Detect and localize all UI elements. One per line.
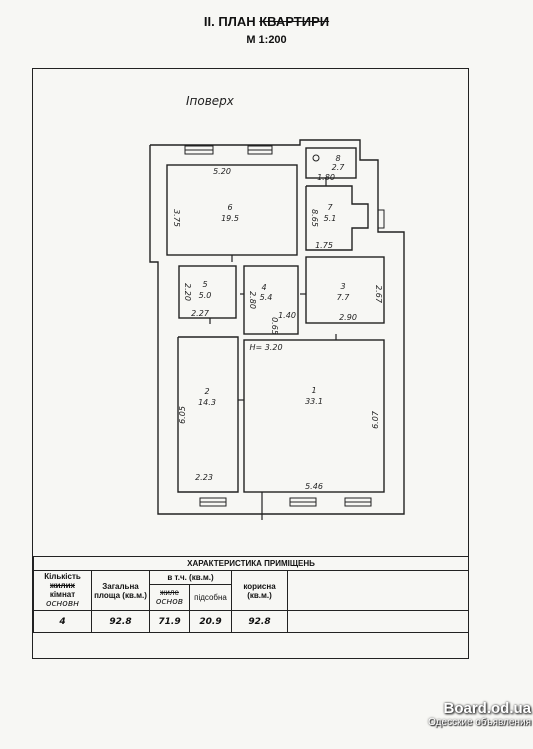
col-empty: [287, 570, 469, 611]
room-8-width: 1.80: [317, 173, 335, 182]
room-4-width: 1.40: [278, 311, 296, 320]
scale-label: М 1:200: [246, 34, 287, 46]
room-2-area: 14.3: [198, 398, 216, 407]
room-7-outline: [305, 185, 369, 251]
room-1-outline: [243, 339, 385, 493]
room-3-number: 3: [340, 282, 345, 291]
room-5-depth: 2.20: [183, 283, 192, 301]
col-rooms-header: Кількість жилих кімнат основн: [33, 570, 92, 611]
room-6-area: 19.5: [221, 214, 239, 223]
drawing-frame: [32, 68, 469, 659]
room-5-number: 5: [202, 280, 207, 289]
ceiling-height: H= 3.20: [249, 343, 282, 352]
room-8-area: 2.7: [332, 163, 346, 172]
room-7-depth: 8.65: [310, 209, 319, 227]
room-2-number: 2: [204, 387, 209, 396]
col-auxiliary-header: підсобна: [189, 584, 232, 611]
room-4-depth: 2.80: [248, 291, 257, 309]
room-3-depth: 2.67: [374, 285, 383, 304]
premises-table: ХАРАКТЕРИСТИКА ПРИМІЩЕНЬ Кількість жилих…: [33, 556, 469, 633]
room-7-width: 1.75: [315, 241, 333, 250]
room-7-number: 7: [327, 203, 333, 212]
col-total-area-header: Загальна площа (кв.м.): [91, 570, 150, 611]
cell-rooms: 4: [33, 610, 92, 633]
title-prefix: ІІ. ПЛАН: [203, 14, 260, 29]
cell-useful-area: 92.8: [231, 610, 288, 633]
room-2-outline: [177, 336, 239, 493]
room-4-number: 4: [261, 283, 266, 292]
document-title: ІІ. ПЛАН КВАРТИРИ: [0, 14, 533, 29]
room-5-outline: [178, 265, 237, 319]
floor-label: Іповерх: [186, 94, 235, 108]
cell-empty: [287, 610, 469, 633]
col-incl-header: в т.ч. (кв.м.): [149, 569, 232, 586]
title-struck-word: КВАРТИРИ: [259, 14, 330, 29]
cell-main-area: 71.9: [149, 610, 190, 633]
room-1-width: 5.46: [305, 482, 323, 491]
room-4-area: 5.4: [260, 293, 273, 302]
room-5-area: 5.0: [199, 291, 212, 300]
room-2-width: 2.23: [195, 473, 213, 482]
room-5-width: 2.27: [191, 309, 210, 318]
room-4-outline: [243, 265, 299, 335]
room-8-number: 8: [335, 154, 340, 163]
room-6-width: 5.20: [213, 167, 231, 176]
outer-wall: [149, 139, 405, 515]
col-main-header: жиле основ: [149, 584, 190, 611]
room-3-area: 7.7: [337, 293, 351, 302]
room-6-depth: 3.75: [172, 209, 181, 227]
window: [377, 209, 385, 229]
room-1-area: 33.1: [305, 397, 323, 406]
room-3-outline: [305, 256, 385, 324]
room-1-number: 1: [311, 386, 316, 395]
watermark-subtitle: Одесские объявления: [428, 717, 531, 728]
room-4-door: 0.65: [270, 317, 279, 335]
room-6-number: 6: [227, 203, 232, 212]
table-title: ХАРАКТЕРИСТИКА ПРИМІЩЕНЬ: [33, 556, 469, 571]
room-1-depth: 6.07: [371, 410, 380, 429]
room-2-depth: 6.05: [178, 406, 187, 424]
col-useful-header: корисна (кв.м.): [231, 570, 288, 611]
room-8-outline: [305, 147, 357, 179]
cell-total-area: 92.8: [91, 610, 150, 633]
watermark-site: Board.od.ua: [443, 700, 531, 717]
room-7-area: 5.1: [324, 214, 337, 223]
cell-aux-area: 20.9: [189, 610, 232, 633]
watermark: Board.od.ua Одесские объявления: [391, 700, 531, 728]
room-3-width: 2.90: [339, 313, 357, 322]
